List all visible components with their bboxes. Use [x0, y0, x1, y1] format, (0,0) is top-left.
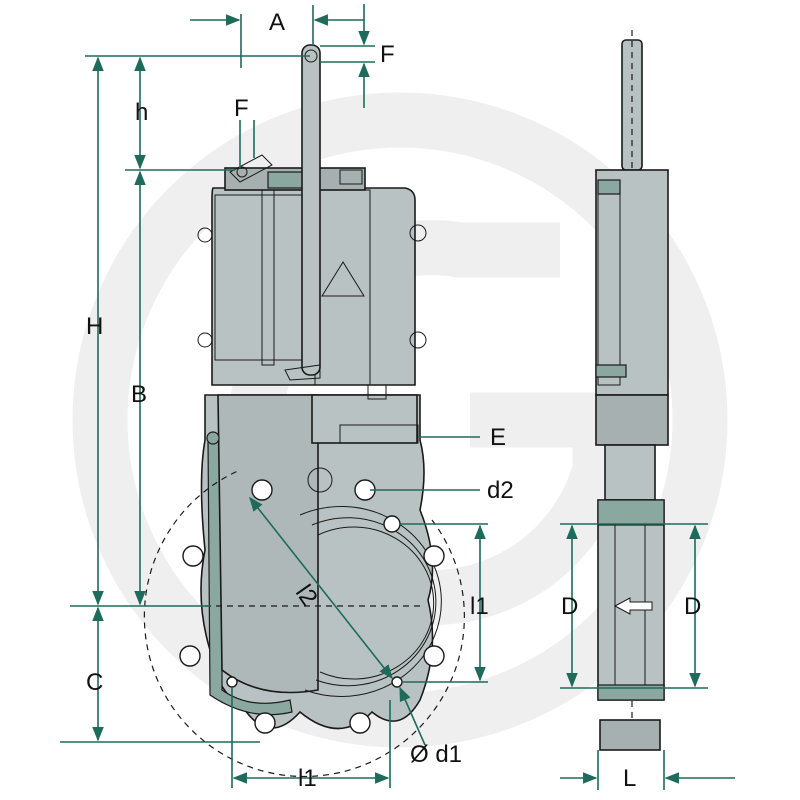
label-E: E: [490, 424, 506, 451]
label-F-side: F: [234, 95, 249, 122]
label-D-left: D: [561, 593, 578, 620]
label-L: L: [623, 765, 636, 792]
side-view: [595, 30, 669, 751]
top-nut: [339, 169, 363, 185]
flow-arrow-icon: [613, 597, 653, 615]
side-neck: [604, 444, 656, 501]
side-body-top-section: [597, 499, 665, 526]
bolt-circle: [143, 469, 465, 778]
label-C: C: [86, 669, 103, 696]
gate-bore: [217, 394, 319, 694]
label-D-right: D: [684, 593, 701, 620]
label-d1: Ø d1: [410, 741, 462, 768]
side-top-section: [597, 179, 621, 195]
side-foot: [599, 719, 661, 751]
label-B: B: [131, 381, 147, 408]
label-l1-bottom: l1: [298, 765, 317, 792]
side-housing-section: [595, 364, 627, 378]
side-stem: [621, 39, 643, 171]
gland-bolt: [367, 384, 387, 400]
label-l1-right: l1: [470, 593, 489, 620]
gland-packing: [311, 394, 418, 444]
hatched-bolt-left: [206, 431, 220, 445]
housing-lugs: [197, 224, 427, 349]
label-H: H: [86, 313, 103, 340]
gland-plate: [339, 424, 419, 444]
label-d2: d2: [487, 477, 514, 504]
nozzle-ring: [307, 467, 333, 493]
side-body: [597, 499, 665, 701]
label-F-top: F: [380, 41, 395, 68]
side-gland: [595, 394, 669, 446]
lever-assembly: [229, 44, 321, 381]
warning-triangle: [321, 261, 365, 297]
side-housing: [595, 169, 669, 396]
label-h: h: [135, 99, 148, 126]
label-A: A: [269, 9, 285, 36]
dimension-lines: [60, 4, 735, 790]
